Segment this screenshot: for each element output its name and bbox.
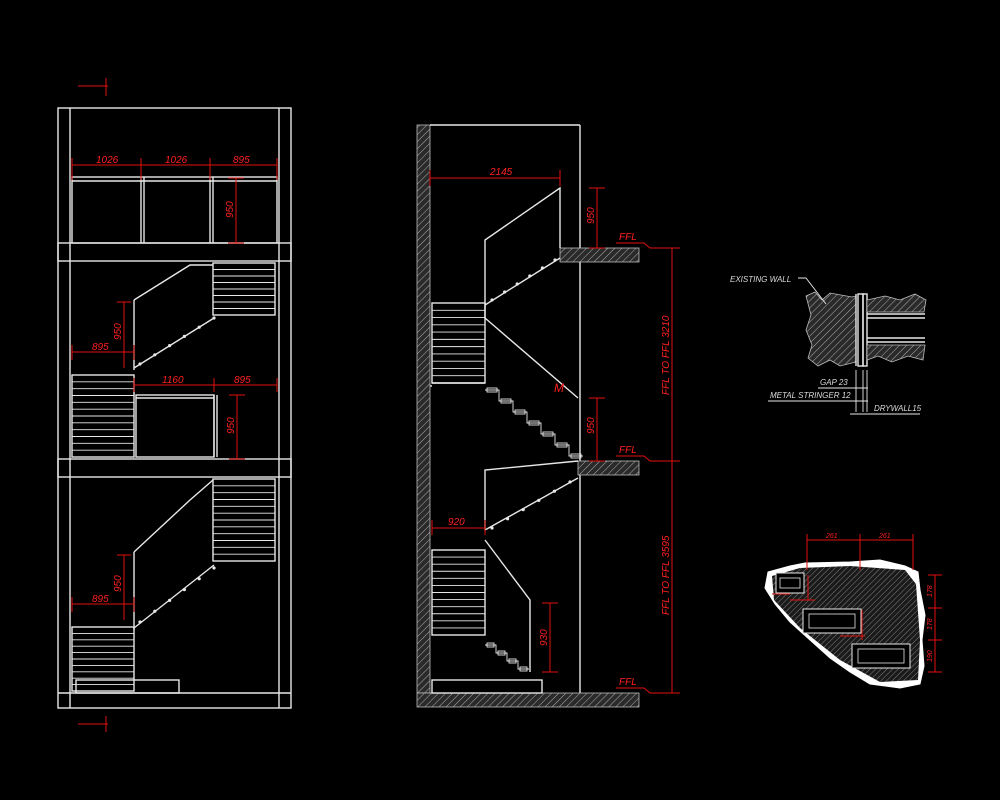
- dim-step-right-1: 178: [927, 585, 934, 597]
- fixing-dot: [552, 489, 557, 493]
- label-existing-wall: EXISTING WALL: [730, 275, 791, 284]
- fixing-dot: [540, 266, 545, 270]
- fixing-dot: [537, 498, 541, 502]
- dim-section-top: 2145: [489, 167, 513, 178]
- dim-ffl-upper: FFL TO FFL 3210: [661, 315, 672, 395]
- wall-stringer-detail: EXISTING WALL GAP 23 METAL STRINGER 12 D…: [730, 275, 927, 415]
- stair-riser-line: [485, 389, 583, 457]
- ffl-label-top: FFL: [619, 232, 637, 243]
- fixing-dot: [503, 290, 507, 294]
- section-marker-top: [78, 78, 108, 96]
- fixing-dot: [138, 362, 142, 366]
- section-marker-bottom: [78, 716, 108, 732]
- fixing-dot: [197, 577, 201, 581]
- dim-mid-left-vertical: 950: [113, 323, 124, 340]
- landing-label-m: M: [554, 381, 564, 395]
- ffl-label-bottom: FFL: [619, 677, 637, 688]
- dim-step-right-3: 190: [927, 650, 934, 662]
- dim-mid-right-vertical: 950: [226, 417, 237, 434]
- fixing-dot: [153, 353, 157, 357]
- fixing-dot: [168, 344, 172, 348]
- section-flight-upper: [431, 186, 583, 459]
- section-shell: [416, 124, 640, 708]
- dim-section-middle-vertical: 950: [586, 417, 597, 434]
- elevation-top-railing: [71, 176, 278, 244]
- dim-section-bottom-vertical: 930: [539, 629, 550, 646]
- dim-step-right-2: 178: [927, 618, 934, 630]
- dim-upper-right-vertical: 950: [225, 201, 236, 218]
- fixing-dot: [490, 298, 494, 302]
- stair-riser-line: [485, 644, 529, 670]
- elevation-flight-lower: [71, 478, 276, 694]
- fixing-dot: [521, 508, 525, 512]
- ffl-marker-top: FFL: [616, 232, 680, 249]
- ffl-label-middle: FFL: [619, 445, 637, 456]
- fixing-dot: [528, 274, 532, 278]
- ffl-marker-middle: FFL: [616, 445, 680, 462]
- step-mounting-detail: 261 261 178 178 190: [764, 533, 942, 689]
- dim-lower-left-vertical: 950: [113, 575, 124, 592]
- dim-mid-row-2: 895: [234, 375, 251, 386]
- dim-top-3: 895: [233, 155, 250, 166]
- dim-section-upper-vertical: 950: [586, 207, 597, 224]
- fixing-dot: [153, 609, 157, 613]
- label-metal-stringer: METAL STRINGER 12: [770, 391, 851, 400]
- ffl-marker-bottom: FFL: [616, 677, 680, 694]
- elevation-flight-upper: [71, 262, 276, 458]
- fixing-dot: [553, 258, 557, 262]
- dim-step-top-1: 261: [825, 533, 838, 540]
- section-landing-slabs: [559, 247, 640, 476]
- dim-mid-row-1: 1160: [162, 375, 184, 386]
- fixing-dot: [490, 526, 494, 530]
- fixing-dot: [168, 598, 172, 603]
- fixing-dot: [568, 480, 572, 484]
- fixing-dot: [182, 334, 186, 338]
- fixing-dot: [182, 588, 186, 592]
- dim-lower-left-horizontal: 895: [92, 594, 109, 605]
- section-dimensions: 2145 950 950 920 930 M FFL FFL: [429, 167, 680, 694]
- dim-top-2: 1026: [165, 155, 188, 166]
- fixing-dot: [138, 620, 142, 624]
- fixing-dot: [212, 566, 216, 570]
- dim-ffl-lower: FFL TO FFL 3595: [661, 535, 672, 615]
- fixing-dot: [212, 316, 216, 320]
- elevation-shell: [57, 107, 292, 709]
- dim-mid-left-horizontal: 895: [92, 342, 109, 353]
- fixing-dot: [515, 282, 519, 286]
- stair-section: 2145 950 950 920 930 M FFL FFL: [416, 124, 680, 708]
- label-drywall: DRYWALL15: [874, 404, 922, 413]
- elevation-dimensions: 1026 1026 895 950 895 950 1160 895 950: [71, 155, 278, 620]
- stair-elevation: 1026 1026 895 950 895 950 1160 895 950: [57, 78, 292, 732]
- dim-section-lower-horizontal: 920: [448, 517, 465, 528]
- fixing-dot: [506, 517, 510, 521]
- label-gap: GAP 23: [820, 378, 848, 387]
- dim-top-1: 1026: [96, 155, 119, 166]
- fixing-dot: [197, 325, 201, 329]
- section-flight-lower: [431, 460, 579, 694]
- dim-step-top-2: 261: [878, 533, 891, 540]
